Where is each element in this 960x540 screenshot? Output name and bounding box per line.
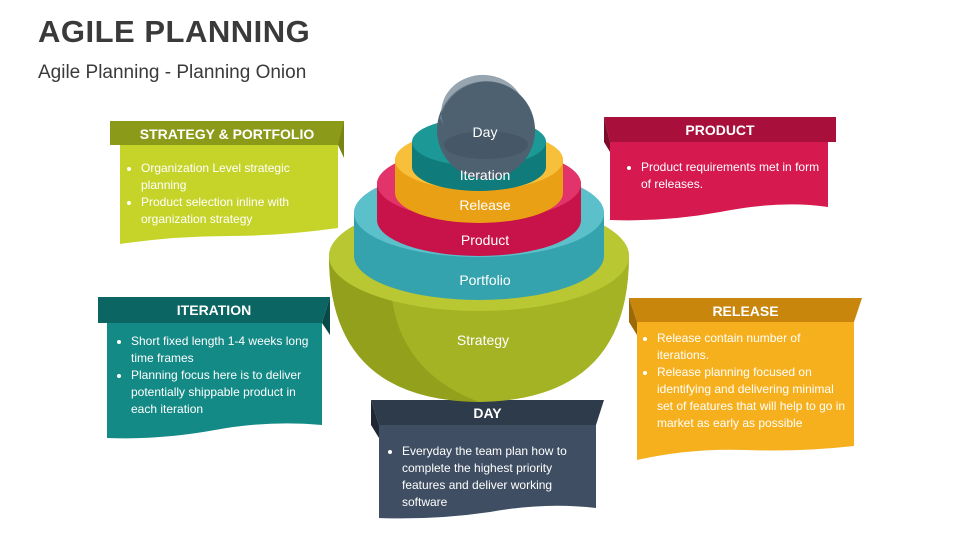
product-card [604,117,836,221]
iteration-bullet: Short fixed length 1-4 weeks long time f… [131,333,317,367]
onion-layer-day [437,74,535,179]
layer-label-portfolio: Portfolio [459,272,511,288]
layer-label-release: Release [459,197,511,213]
layer-label-iteration: Iteration [459,167,511,183]
layer-label-product: Product [460,232,510,248]
strategy-bullet: Product selection inline with organizati… [141,194,327,228]
product-card-header: PRODUCT [685,122,755,138]
slide-subtitle: Agile Planning - Planning Onion [38,62,307,83]
release-card-header: RELEASE [712,303,779,319]
iteration-card [98,297,330,439]
iteration-card-header: ITERATION [176,302,252,318]
day-card [371,400,604,519]
release-bullet: Release contain number of iterations. [657,330,848,364]
release-card-body: Release contain number of iterations. Re… [643,330,848,432]
strategy-card-header: STRATEGY & PORTFOLIO [139,126,315,142]
strategy-card-body: Organization Level strategic planning Pr… [127,160,327,228]
day-bullet: Everyday the team plan how to complete t… [402,443,588,511]
slide-title: AGILE PLANNING [38,14,311,49]
release-card [629,298,862,460]
day-card-header: DAY [473,405,502,421]
iteration-card-body: Short fixed length 1-4 weeks long time f… [117,333,317,418]
strategy-bullet: Organization Level strategic planning [141,160,327,194]
product-card-body: Product requirements met in form of rele… [627,159,822,193]
iteration-bullet: Planning focus here is to deliver potent… [131,367,317,418]
strategy-card [110,121,344,244]
layer-label-day: Day [472,124,498,140]
product-bullet: Product requirements met in form of rele… [641,159,822,193]
release-bullet: Release planning focused on identifying … [657,364,848,432]
layer-label-strategy: Strategy [456,332,510,348]
day-card-body: Everyday the team plan how to complete t… [388,443,588,511]
